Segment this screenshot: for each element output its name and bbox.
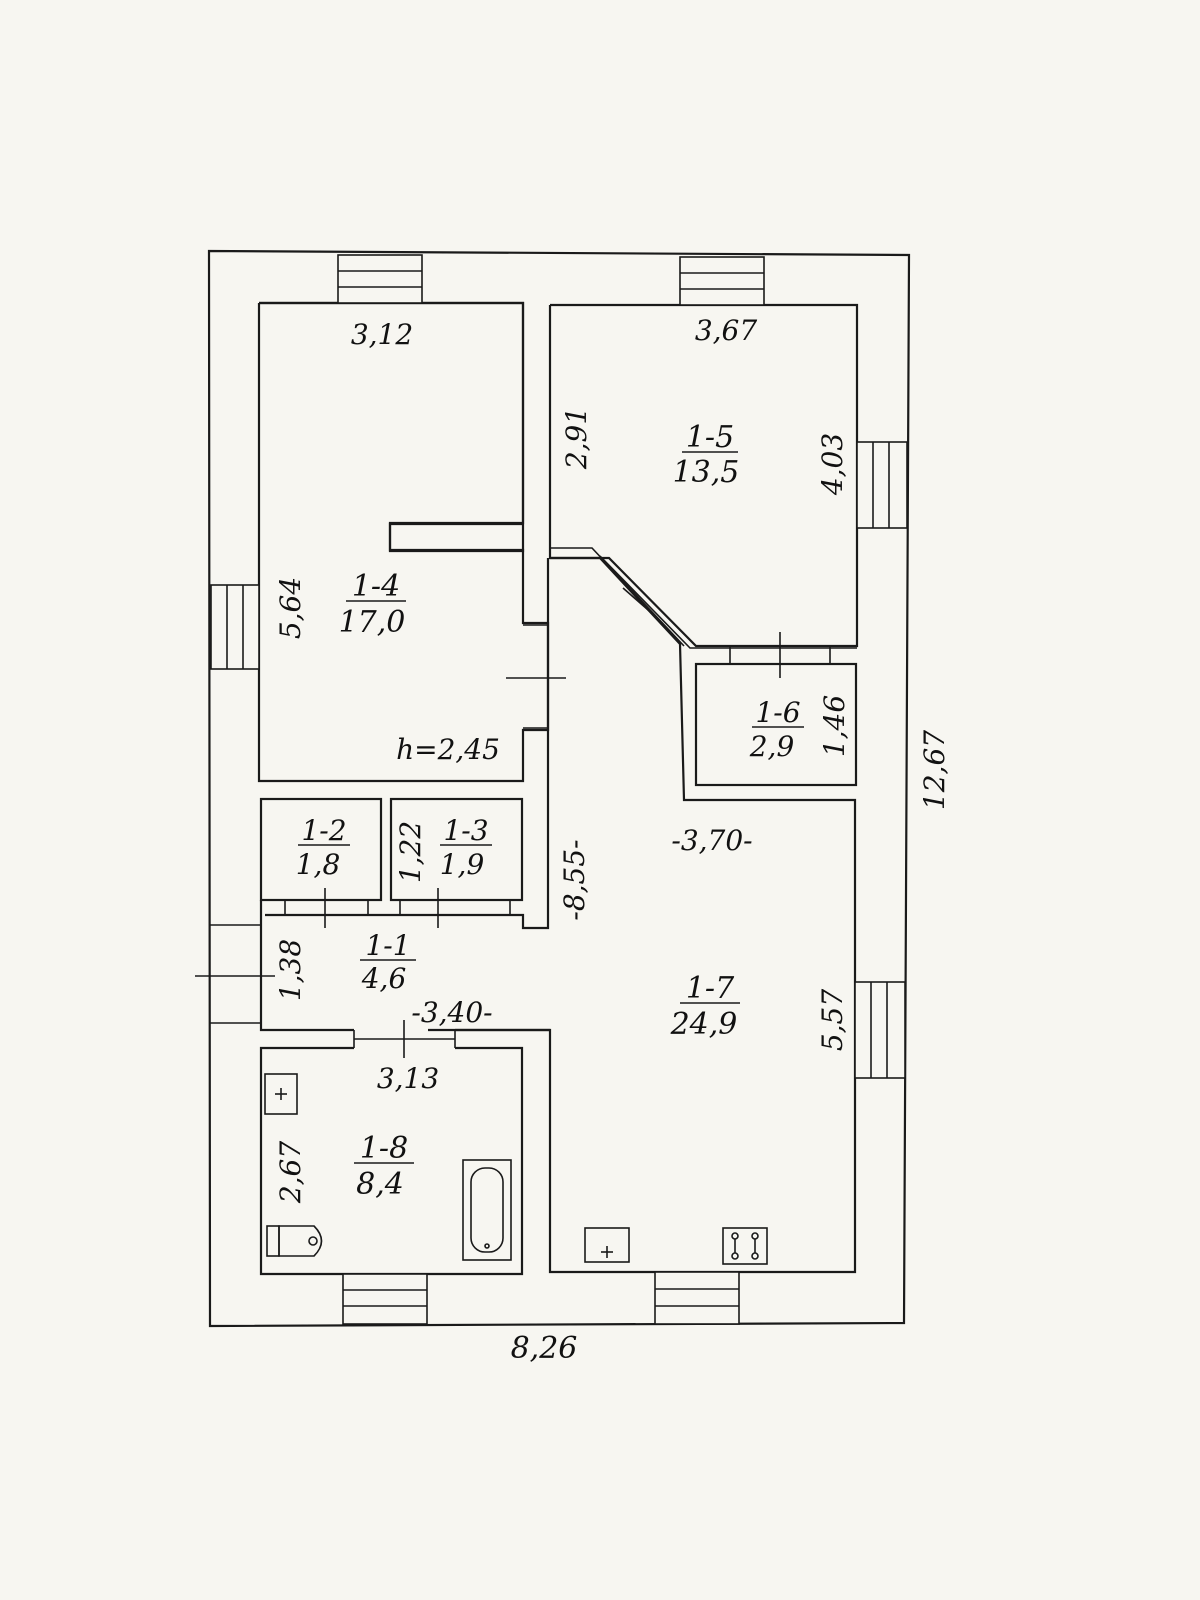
dim-room-1-5-width: 3,67	[695, 314, 758, 347]
toilet-icon	[266, 1225, 323, 1257]
room-number: 1-3	[443, 814, 488, 847]
room-area: 2,9	[749, 730, 795, 763]
window-top-right	[679, 256, 765, 306]
window-left	[210, 584, 260, 670]
room-label-1-5: 1-5 13,5	[673, 420, 740, 490]
room-number: 1-4	[352, 569, 400, 604]
window-top-left	[337, 254, 423, 304]
room-area: 13,5	[673, 455, 740, 490]
room-area: 4,6	[361, 962, 407, 995]
kitchen-sink-icon	[584, 1227, 630, 1263]
room-label-1-8: 1-8 8,4	[354, 1131, 414, 1202]
room-label-1-4: 1-4 17,0	[339, 569, 406, 640]
dim-room-1-1-length: 1,38	[274, 939, 307, 1001]
stove-icon	[722, 1227, 768, 1265]
window-bottom-left	[342, 1273, 428, 1325]
dim-hall-width: -3,70-	[671, 824, 752, 857]
room-number: 1-7	[686, 971, 735, 1006]
room-area: 1,8	[296, 848, 341, 881]
room-label-1-3: 1-3 1,9	[440, 814, 492, 881]
dim-overall-length: 12,67	[918, 730, 951, 810]
room-number: 1-2	[301, 814, 346, 847]
washbasin-icon	[264, 1073, 298, 1115]
dim-room-1-3-length: 1,22	[394, 821, 427, 883]
room-number: 1-5	[686, 420, 734, 455]
dim-room-1-4-width: 3,12	[351, 318, 413, 351]
room-number: 1-6	[755, 696, 800, 729]
dim-room-1-5-left: 2,91	[560, 407, 593, 470]
dim-room-1-5-right: 4,03	[816, 433, 849, 496]
room-number: 1-8	[360, 1131, 408, 1166]
bathtub-icon	[462, 1159, 512, 1261]
dim-room-1-8-length: 2,67	[274, 1141, 307, 1205]
exterior-wall	[207, 249, 911, 1328]
dim-room-1-8-width: 3,13	[377, 1062, 439, 1095]
interior-walls	[195, 301, 859, 1276]
dim-room-1-6-length: 1,46	[818, 695, 851, 757]
window-right-upper	[856, 441, 908, 529]
dim-room-1-1-width: -3,40-	[411, 996, 492, 1029]
room-label-1-6: 1-6 2,9	[749, 696, 804, 763]
room-area: 8,4	[356, 1167, 404, 1202]
room-area: 17,0	[339, 605, 406, 640]
room-label-1-7: 1-7 24,9	[670, 971, 740, 1042]
room-area: 24,9	[670, 1007, 738, 1042]
room-label-1-1: 1-1 4,6	[360, 929, 416, 995]
room-label-1-2: 1-2 1,8	[296, 814, 350, 881]
dim-corridor-length: -8,55-	[558, 839, 591, 920]
dim-room-1-7-length: 5,57	[816, 989, 849, 1052]
window-bottom-right	[654, 1271, 740, 1325]
room-area: 1,9	[440, 848, 485, 881]
dimension-labels: 3,12 5,64 h=2,45 3,67 2,91 4,03 1,46 12,…	[274, 314, 951, 1366]
dim-overall-width: 8,26	[511, 1331, 578, 1366]
ceiling-height: h=2,45	[396, 733, 500, 766]
room-number: 1-1	[365, 929, 410, 962]
dim-room-1-4-length: 5,64	[274, 577, 307, 639]
window-right-lower	[854, 981, 906, 1079]
